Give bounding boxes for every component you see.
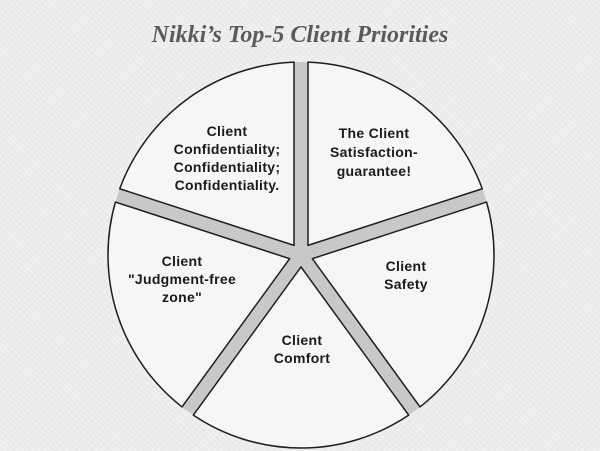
slice-confidentiality	[118, 61, 295, 247]
slice-label-line: Confidentiality.	[175, 177, 280, 193]
slice-label-comfort: Client Comfort	[274, 332, 331, 366]
slice-label-confidentiality: Client Confidentiality; Confidentiality;…	[174, 123, 281, 193]
slice-label-line: Client	[282, 332, 323, 348]
slice-safety	[311, 201, 495, 408]
slice-label-safety: Client Safety	[384, 258, 428, 292]
slice-label-line: The Client	[339, 125, 410, 141]
slice-label-judgment-free-zone: Client "Judgment-free zone"	[128, 253, 236, 305]
slice-label-line: Client	[386, 258, 427, 274]
diagram-title: Nikki’s Top-5 Client Priorities	[151, 22, 449, 48]
slice-label-line: Comfort	[274, 350, 331, 366]
slice-label-line: Confidentiality;	[174, 159, 281, 175]
slice-judgment-free-zone	[107, 201, 291, 408]
slice-label-line: Safety	[384, 276, 428, 292]
slice-label-satisfaction-guarantee: The Client Satisfaction- guarantee!	[330, 125, 418, 179]
slice-label-line: "Judgment-free	[128, 271, 236, 287]
slice-label-line: Confidentiality;	[174, 141, 281, 157]
slice-label-line: Satisfaction-	[330, 144, 418, 160]
slice-comfort	[192, 266, 410, 449]
slice-label-line: zone"	[162, 289, 202, 305]
slice-label-line: Client	[162, 253, 203, 269]
slice-satisfaction-guarantee	[307, 61, 484, 247]
slice-label-line: guarantee!	[337, 163, 412, 179]
slice-label-line: Client	[207, 123, 248, 139]
